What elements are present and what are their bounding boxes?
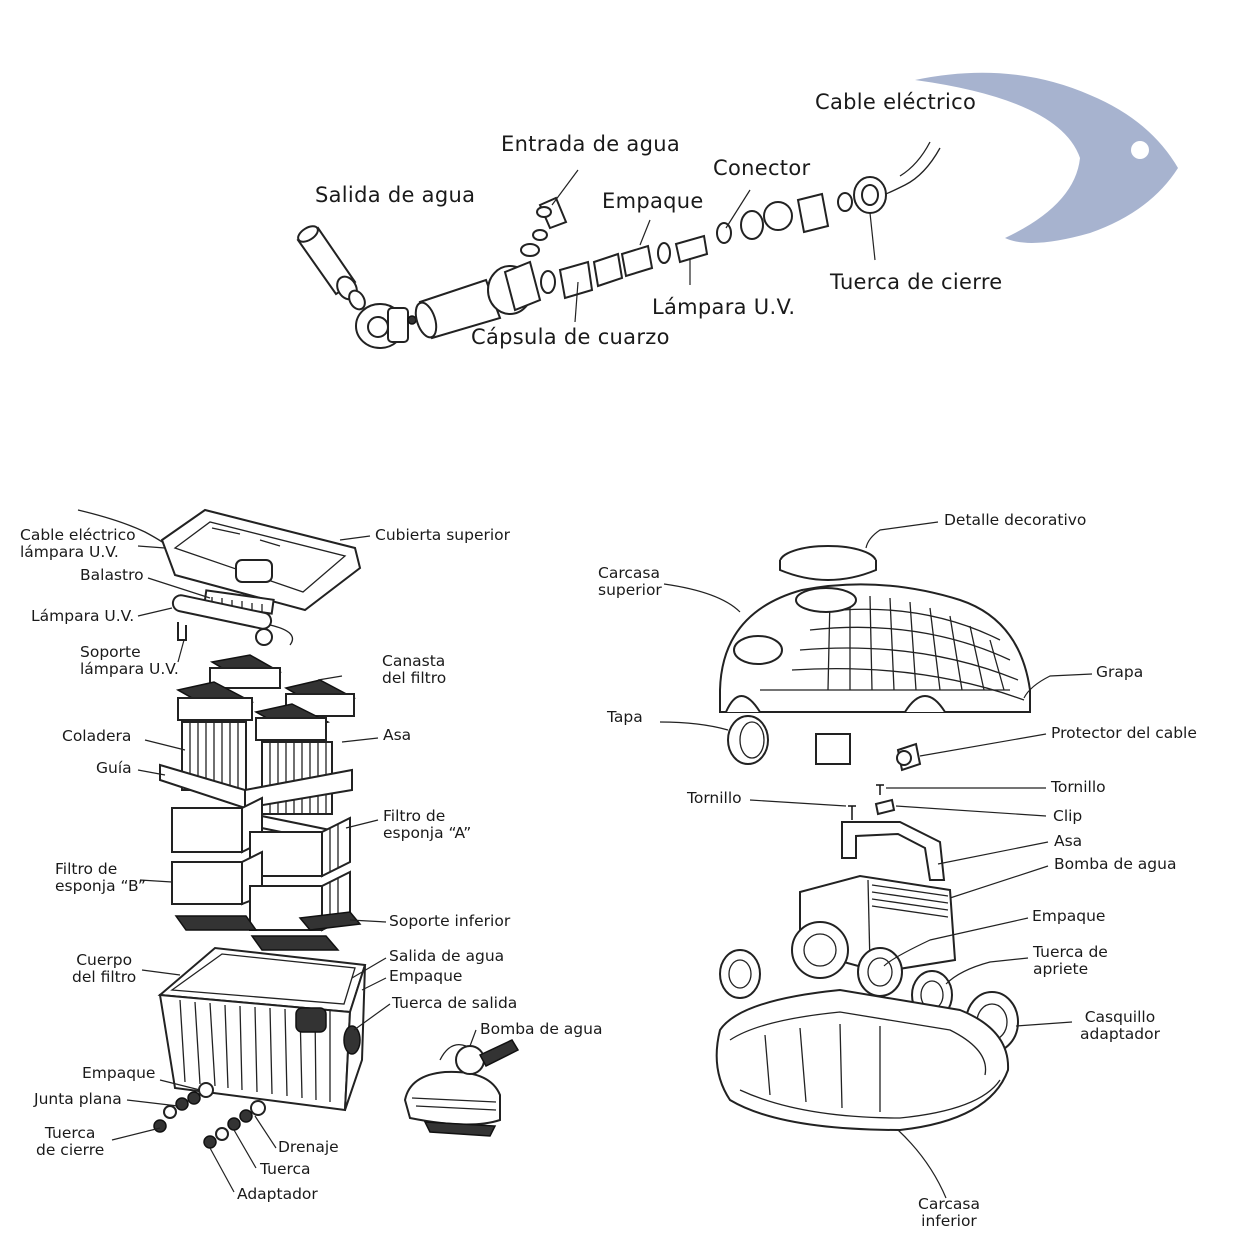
label-line: esponja “B”	[55, 876, 146, 895]
label-lock-nut-filter: Tuerca de cierre	[36, 1125, 104, 1158]
label-clip: Clip	[1053, 807, 1083, 825]
label-quartz: Cápsula de cuarzo	[471, 325, 670, 349]
label-line: del filtro	[382, 668, 447, 687]
label-clamp: Grapa	[1096, 663, 1144, 681]
label-cap: Tapa	[607, 708, 643, 726]
label-uv-lamp: Lámpara U.V.	[652, 295, 796, 319]
label-deco: Detalle decorativo	[944, 511, 1087, 529]
label-tighten-nut: Tuerca de apriete	[1033, 944, 1108, 977]
label-nut: Tuerca	[260, 1160, 311, 1178]
label-cable-guard: Protector del cable	[1051, 724, 1197, 742]
label-line: superior	[598, 580, 662, 599]
label-line: Cable eléctrico	[20, 526, 136, 544]
filter-box-drawing	[77, 508, 520, 1193]
label-gasket: Empaque	[602, 189, 704, 213]
label-line: apriete	[1033, 959, 1089, 978]
label-line: Casquillo	[1084, 1008, 1156, 1026]
label-screw-left: Tornillo	[687, 789, 742, 807]
label-outlet-nut: Tuerca de salida	[392, 994, 518, 1012]
label-screw-right: Tornillo	[1051, 778, 1106, 796]
label-ballast: Balastro	[80, 566, 144, 584]
label-guide: Guía	[96, 759, 132, 777]
label-basket: Canasta del filtro	[382, 653, 446, 686]
label-upper-shell: Carcasa superior	[598, 565, 662, 598]
label-line: adaptador	[1080, 1024, 1160, 1043]
fish-icon	[915, 72, 1178, 243]
label-water-out: Salida de agua	[315, 183, 476, 207]
label-connector: Conector	[713, 156, 811, 180]
label-cable-uv: Cable eléctrico lámpara U.V.	[20, 527, 136, 560]
label-line: Tuerca	[44, 1124, 96, 1142]
label-line: Soporte	[80, 643, 141, 661]
label-line: lámpara U.V.	[80, 659, 179, 678]
label-water-out-filter: Salida de agua	[389, 947, 505, 965]
pump-housing-drawing	[659, 521, 1093, 1199]
label-top-cover: Cubierta superior	[375, 526, 511, 544]
label-line: Tuerca de	[1033, 943, 1108, 961]
label-line: Cuerpo	[76, 951, 133, 969]
label-strainer: Coladera	[62, 727, 132, 745]
label-line: Filtro de	[55, 860, 118, 878]
label-lamp-support: Soporte lámpara U.V.	[80, 644, 179, 677]
label-bushing: Casquillo adaptador	[1080, 1009, 1160, 1042]
label-line: Canasta	[382, 652, 446, 670]
label-gasket-top: Empaque	[389, 967, 463, 985]
label-lower-support: Soporte inferior	[389, 912, 511, 930]
label-adapter: Adaptador	[237, 1185, 318, 1203]
label-line: esponja “A”	[383, 823, 472, 842]
label-handle-pump: Asa	[1054, 832, 1083, 850]
label-gasket-pump: Empaque	[1032, 907, 1106, 925]
label-sponge-a: Filtro de esponja “A”	[383, 808, 471, 841]
label-handle-filter: Asa	[383, 726, 412, 744]
label-water-pump-filter: Bomba de agua	[480, 1020, 603, 1038]
label-pump: Bomba de agua	[1054, 855, 1177, 873]
label-lock-nut: Tuerca de cierre	[830, 270, 1003, 294]
label-sponge-b: Filtro de esponja “B”	[55, 861, 146, 894]
label-line: Carcasa	[598, 564, 660, 582]
label-line: lámpara U.V.	[20, 542, 119, 561]
label-water-in: Entrada de agua	[501, 132, 680, 156]
label-gasket-bottom: Empaque	[82, 1064, 156, 1082]
label-line: Filtro de	[383, 807, 446, 825]
upper-shell-grid	[791, 595, 1025, 701]
label-cable: Cable eléctrico	[815, 90, 977, 114]
label-filter-body: Cuerpo del filtro	[72, 952, 136, 985]
label-drain: Drenaje	[278, 1138, 339, 1156]
label-line: de cierre	[36, 1140, 105, 1159]
uv-clarifier-drawing	[296, 141, 941, 349]
label-line: Carcasa	[918, 1195, 980, 1213]
label-lower-shell: Carcasa inferior	[918, 1196, 980, 1229]
label-flat-joint: Junta plana	[34, 1090, 122, 1108]
label-line: del filtro	[72, 967, 137, 986]
label-line: inferior	[921, 1211, 977, 1230]
label-uv-lamp-filter: Lámpara U.V.	[31, 607, 135, 625]
